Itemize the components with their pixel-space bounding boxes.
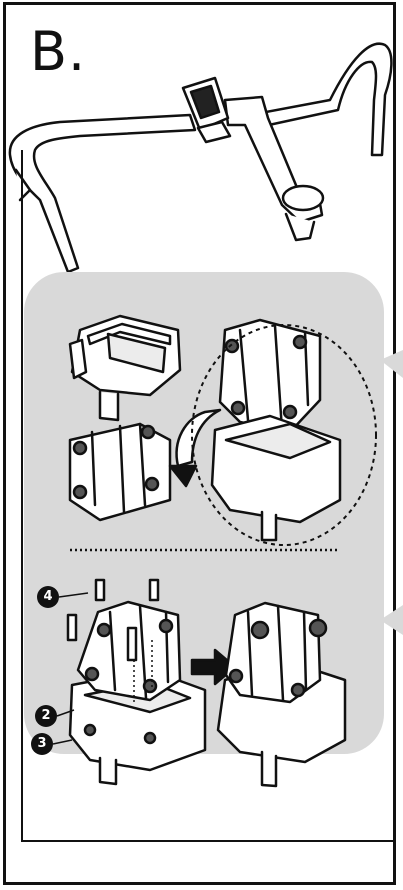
callout-2: 2 (39, 708, 53, 724)
callout-3: 3 (35, 736, 49, 752)
callout-4: 4 (41, 589, 55, 605)
